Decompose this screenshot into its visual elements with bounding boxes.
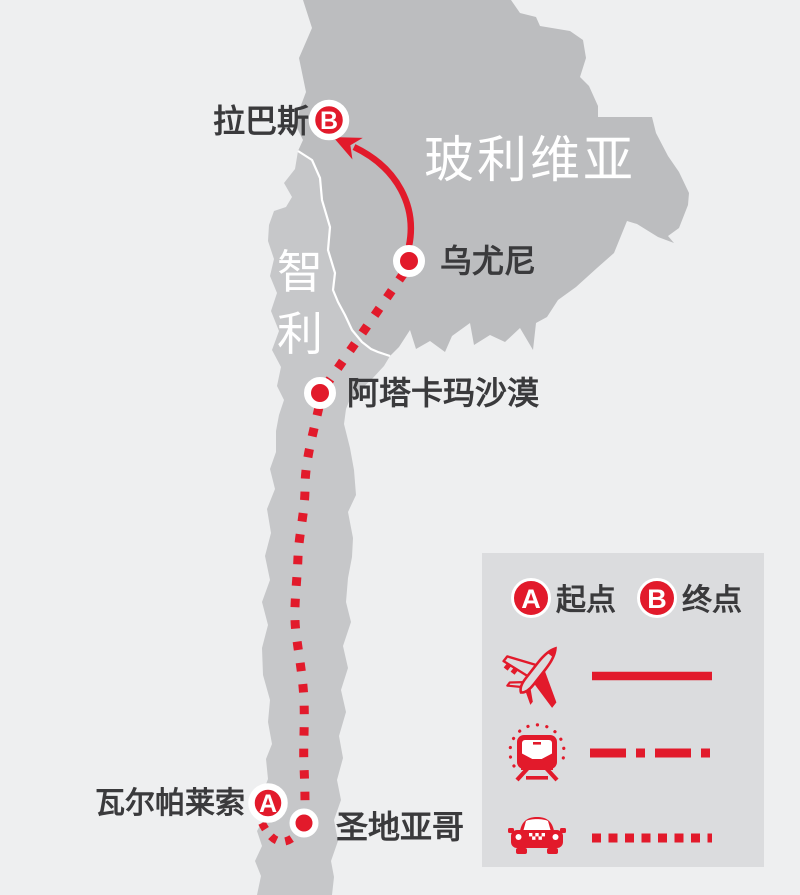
train-icon	[508, 723, 566, 782]
label-bolivia: 玻利维亚	[424, 132, 636, 188]
end-marker-b-letter: B	[320, 107, 338, 135]
label-valparaiso: 瓦尔帕莱索	[95, 787, 245, 820]
legend-start-circle	[511, 578, 551, 618]
route-santiago-valparaiso	[258, 821, 299, 846]
legend-end-marker: B	[637, 578, 677, 618]
airplane-icon	[502, 646, 557, 708]
legend-end-letter: B	[647, 584, 667, 614]
uyuni-marker	[393, 245, 425, 277]
chile-shape	[255, 151, 390, 895]
label-santiago: 圣地亚哥	[336, 809, 464, 845]
label-chile-char-2: 利	[277, 309, 323, 360]
legend-end-label: 终点	[682, 584, 742, 617]
start-marker-a: A	[248, 783, 288, 823]
taxi-icon	[508, 817, 566, 854]
end-marker-b-circle	[308, 99, 350, 141]
label-chile-char-1: 智	[277, 247, 323, 298]
flight-path	[333, 137, 415, 247]
end-marker-b: B	[308, 99, 350, 141]
label-uyuni: 乌尤尼	[440, 243, 536, 279]
label-atacama: 阿塔卡玛沙漠	[347, 375, 540, 411]
legend-end-circle	[637, 578, 677, 618]
border-line	[297, 150, 391, 358]
start-marker-a-letter: A	[259, 790, 277, 818]
start-marker-a-circle	[248, 783, 288, 823]
legend-start-marker: A	[511, 578, 551, 618]
legend: A 起点 B 终点	[482, 553, 764, 867]
route-uyuni-atacama	[325, 270, 408, 384]
atacama-marker	[304, 377, 336, 409]
legend-start-letter: A	[521, 584, 541, 614]
legend-start-label: 起点	[556, 584, 616, 617]
santiago-marker	[289, 808, 319, 838]
label-la-paz: 拉巴斯	[213, 103, 309, 139]
